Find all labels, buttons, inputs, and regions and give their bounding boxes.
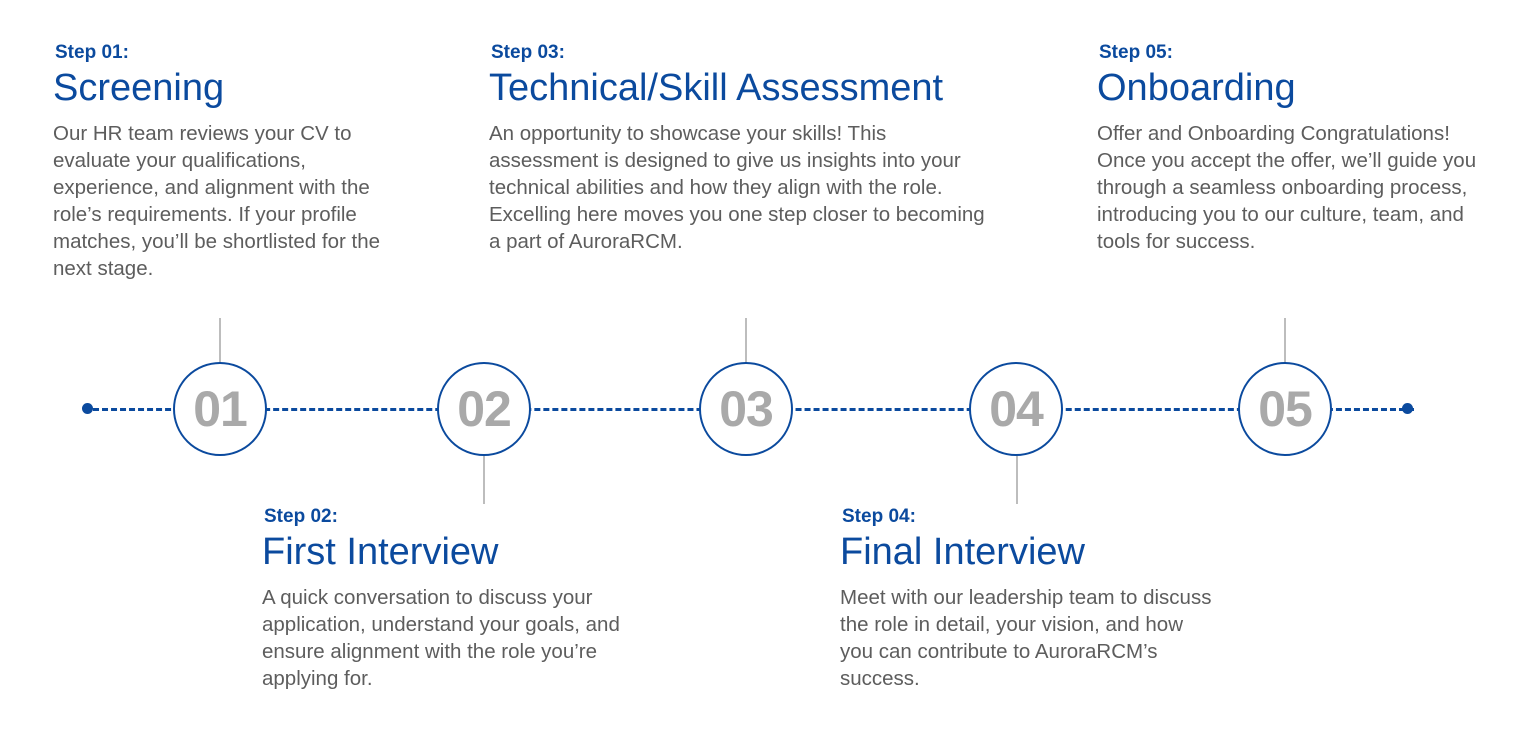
step-05-number: 05 xyxy=(1258,381,1313,437)
step-04-description: Meet with our leadership team to discuss… xyxy=(840,586,1212,690)
step-05-title: Onboarding xyxy=(1097,67,1296,109)
step-01-connector xyxy=(219,318,221,364)
step-02-number: 02 xyxy=(457,381,512,437)
step-04-label: Step 04: xyxy=(842,506,916,527)
step-04-circle: 04 xyxy=(969,362,1063,456)
step-04-block: Step 04: Final Interview Meet with our l… xyxy=(840,506,1215,692)
step-04-number: 04 xyxy=(989,381,1044,437)
step-04-connector xyxy=(1016,456,1018,504)
step-05-description: Offer and Onboarding Congratulations! On… xyxy=(1097,122,1477,253)
step-05-label: Step 05: xyxy=(1099,42,1173,63)
step-02-connector xyxy=(483,456,485,504)
step-04-title: Final Interview xyxy=(840,531,1085,573)
step-03-connector xyxy=(745,318,747,364)
step-05-block: Step 05: Onboarding Offer and Onboarding… xyxy=(1097,42,1487,255)
step-03-label: Step 03: xyxy=(491,42,565,63)
step-01-description: Our HR team reviews your CV to evaluate … xyxy=(53,122,381,280)
step-03-number: 03 xyxy=(719,381,774,437)
step-01-number: 01 xyxy=(193,381,248,437)
step-01-title: Screening xyxy=(53,67,225,109)
step-02-title: First Interview xyxy=(262,531,499,573)
step-01-label: Step 01: xyxy=(55,42,129,63)
step-03-block: Step 03: Technical/Skill Assessment An o… xyxy=(489,42,989,255)
step-02-circle: 02 xyxy=(437,362,531,456)
step-01-circle: 01 xyxy=(173,362,267,456)
step-03-circle: 03 xyxy=(699,362,793,456)
step-02-label: Step 02: xyxy=(264,506,338,527)
step-02-block: Step 02: First Interview A quick convers… xyxy=(262,506,637,692)
step-01-block: Step 01: Screening Our HR team reviews y… xyxy=(53,42,398,282)
step-05-circle: 05 xyxy=(1238,362,1332,456)
step-05-connector xyxy=(1284,318,1286,364)
timeline-end-dot xyxy=(1402,403,1413,414)
step-03-description: An opportunity to showcase your skills! … xyxy=(489,122,985,253)
step-03-title: Technical/Skill Assessment xyxy=(489,67,944,109)
step-02-description: A quick conversation to discuss your app… xyxy=(262,586,620,690)
timeline-start-dot xyxy=(82,403,93,414)
